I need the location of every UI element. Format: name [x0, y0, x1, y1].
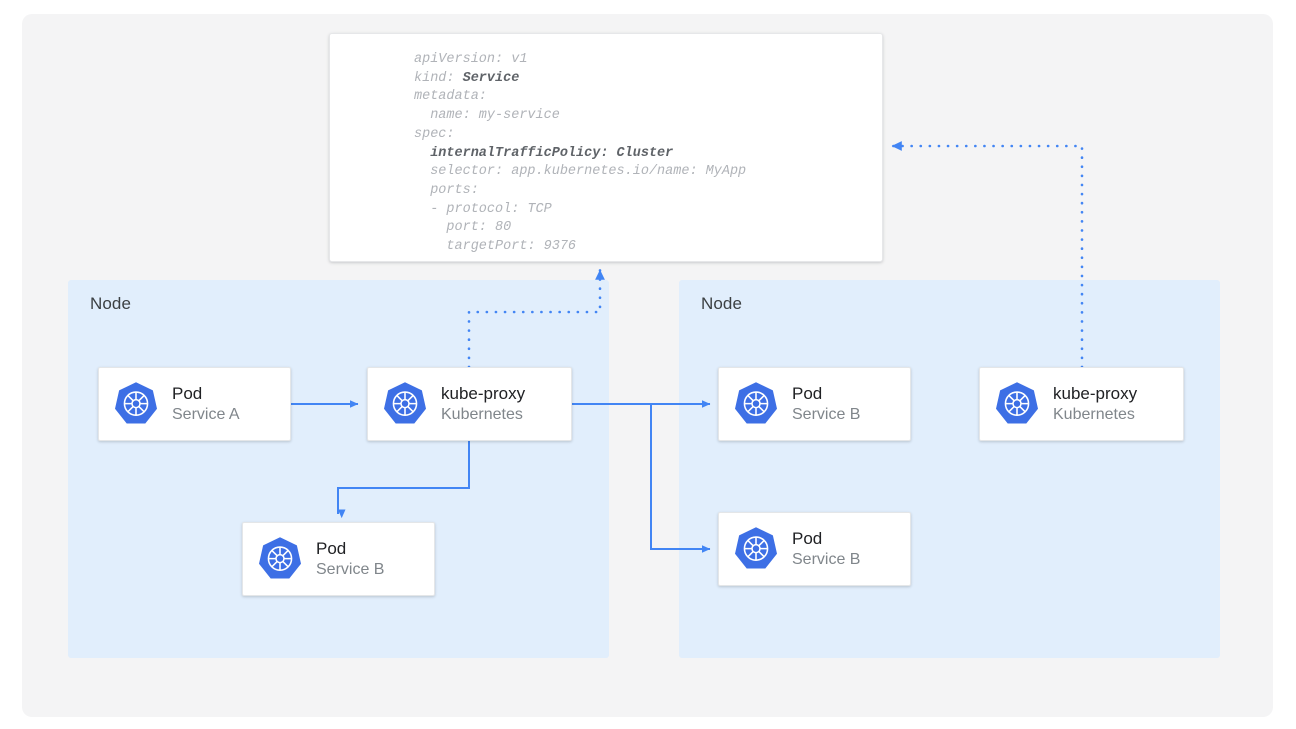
- card-title: Pod: [792, 529, 823, 548]
- node-label-right: Node: [701, 294, 743, 313]
- card-text: kube-proxy Kubernetes: [441, 383, 571, 425]
- card-subtitle: Kubernetes: [441, 406, 523, 423]
- service-manifest-card: apiVersion: v1 kind: Service metadata: n…: [329, 33, 883, 262]
- card-pod-service-b-left[interactable]: Pod Service B: [242, 522, 435, 596]
- kubernetes-icon: [115, 382, 157, 424]
- card-pod-service-b-right-top[interactable]: Pod Service B: [718, 367, 911, 441]
- node-container-left: Node: [68, 280, 609, 658]
- card-subtitle: Service B: [792, 406, 861, 423]
- card-subtitle: Service B: [316, 561, 385, 578]
- card-text: Pod Service B: [792, 528, 910, 570]
- card-text: kube-proxy Kubernetes: [1053, 383, 1183, 425]
- card-pod-service-b-right-bottom[interactable]: Pod Service B: [718, 512, 911, 586]
- card-subtitle: Service B: [792, 551, 861, 568]
- card-title: kube-proxy: [1053, 384, 1138, 403]
- card-pod-service-a[interactable]: Pod Service A: [98, 367, 291, 441]
- card-kube-proxy-right[interactable]: kube-proxy Kubernetes: [979, 367, 1184, 441]
- card-title: kube-proxy: [441, 384, 526, 403]
- card-title: Pod: [172, 384, 203, 403]
- card-title: Pod: [792, 384, 823, 403]
- card-title: Pod: [316, 539, 347, 558]
- card-text: Pod Service A: [172, 383, 290, 425]
- kubernetes-icon: [259, 537, 301, 579]
- card-subtitle: Kubernetes: [1053, 406, 1135, 423]
- node-label-left: Node: [90, 294, 132, 313]
- card-text: Pod Service B: [316, 538, 434, 580]
- node-container-right: Node: [679, 280, 1220, 658]
- card-kube-proxy-left[interactable]: kube-proxy Kubernetes: [367, 367, 572, 441]
- kubernetes-icon: [996, 382, 1038, 424]
- card-text: Pod Service B: [792, 383, 910, 425]
- card-subtitle: Service A: [172, 406, 240, 423]
- kubernetes-icon: [384, 382, 426, 424]
- kubernetes-icon: [735, 527, 777, 569]
- service-manifest-code: apiVersion: v1 kind: Service metadata: n…: [414, 52, 747, 255]
- kubernetes-icon: [735, 382, 777, 424]
